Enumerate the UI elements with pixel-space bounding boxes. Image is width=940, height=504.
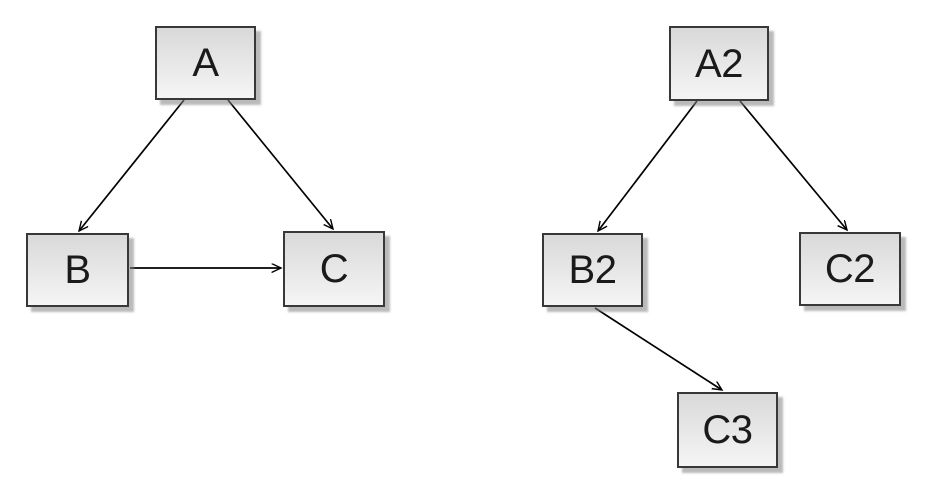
node-C[interactable]: C [283, 231, 385, 307]
node-label-A: A [192, 41, 219, 85]
node-A[interactable]: A [155, 26, 256, 100]
node-C3[interactable]: C3 [677, 392, 778, 468]
edge-A-C[interactable] [227, 99, 333, 229]
node-B2[interactable]: B2 [542, 233, 643, 307]
node-B[interactable]: B [26, 233, 129, 307]
node-label-B: B [64, 248, 91, 292]
node-label-A2: A2 [695, 41, 743, 86]
edge-B2-C3[interactable] [594, 307, 722, 390]
edge-A2-B2[interactable] [598, 100, 698, 231]
node-label-C: C [319, 247, 349, 291]
edge-A-B[interactable] [79, 99, 185, 231]
node-C2[interactable]: C2 [799, 232, 901, 306]
node-A2[interactable]: A2 [669, 26, 769, 101]
edge-A2-C2[interactable] [739, 100, 847, 230]
node-label-B2: B2 [568, 248, 617, 292]
node-label-C3: C3 [702, 408, 753, 452]
node-label-C2: C2 [824, 247, 876, 291]
